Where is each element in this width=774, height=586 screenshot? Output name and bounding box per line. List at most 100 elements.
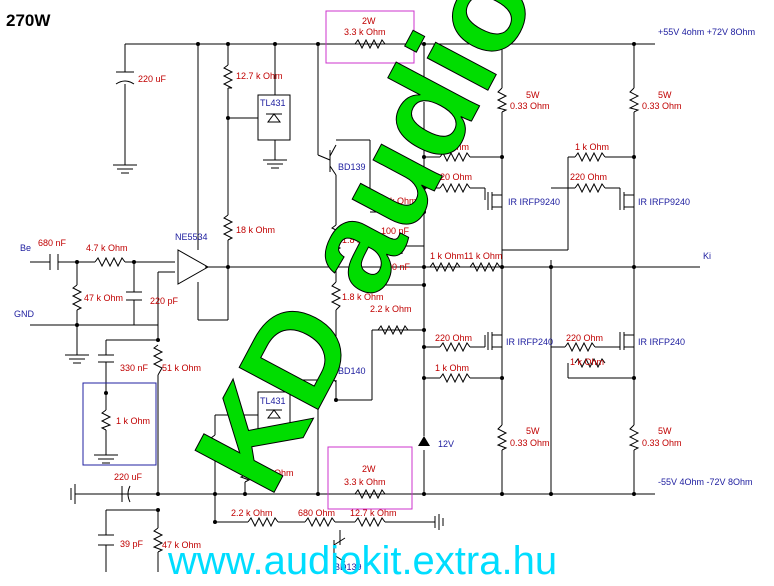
- resistor-2k2-d: [247, 516, 279, 528]
- resistor-220-a: [439, 182, 471, 194]
- resistor-220-b: [574, 182, 606, 194]
- resistor-3k3-top: [354, 38, 386, 50]
- ground-tl431: [263, 159, 287, 169]
- highlight-box-top: [325, 10, 415, 64]
- resistor-47k-bot: [152, 527, 164, 553]
- zener-12v-bot: [418, 436, 430, 446]
- transistor-bd139: [329, 144, 337, 176]
- capacitor-220uf-bot: [121, 485, 131, 503]
- tl431-top-label: TL431: [260, 98, 286, 108]
- label-220-a: 220 Ohm: [435, 172, 472, 182]
- resistor-11k: [469, 261, 501, 273]
- zener-12v-top: [418, 90, 430, 100]
- label-3k3-bot: 3.3 k Ohm: [344, 477, 386, 487]
- label-1k-e: 1 k Ohm: [570, 357, 604, 367]
- resistor-3k3-bot: [354, 488, 386, 500]
- devices: [177, 90, 634, 563]
- title: 270W: [6, 11, 51, 30]
- resistor-1k8-a: [330, 224, 342, 251]
- tl431-bot: [257, 391, 291, 438]
- label-2k2-b: 2.2 k Ohm: [370, 304, 412, 314]
- irfp240-b-label: IR IRFP240: [638, 337, 685, 347]
- label-5w-c: 5W: [526, 426, 540, 436]
- zener-bot-label: 12V: [438, 439, 454, 449]
- ground-input: [65, 354, 89, 364]
- tl431-top: [257, 94, 291, 141]
- label-1k-a: 1 k Ohm: [435, 142, 469, 152]
- label-100nf-b: 100 nF: [382, 262, 411, 272]
- label-18k: 18 k Ohm: [236, 225, 275, 235]
- label-2w-top: 2W: [362, 16, 376, 26]
- resistor-47k-in: [71, 284, 83, 311]
- label-39pf: 39 pF: [120, 539, 144, 549]
- label-330nf: 330 nF: [120, 363, 149, 373]
- ground-right-bot: [438, 514, 444, 530]
- label-1k8-b: 1.8 k Ohm: [342, 292, 384, 302]
- rail-neg-label: -55V 4Ohm -72V 8Ohm: [658, 477, 753, 487]
- mosfet-irfp9240-a: [487, 192, 502, 210]
- resistor-12k7-top: [222, 64, 234, 89]
- ground-top-cap: [113, 164, 137, 174]
- resistors: [71, 38, 640, 553]
- ground-left-bot: [70, 484, 76, 504]
- highlight-box-bottom: [327, 446, 413, 510]
- irfp9240-b-label: IR IRFP9240: [638, 197, 690, 207]
- blue-box-feedback: [82, 382, 157, 466]
- resistor-18k: [222, 214, 234, 241]
- irfp9240-a-label: IR IRFP9240: [508, 197, 560, 207]
- grounds: [65, 159, 444, 530]
- bd140-label: BD140: [338, 366, 366, 376]
- capacitors: [49, 71, 403, 546]
- resistor-51k: [152, 344, 164, 376]
- ground-label: GND: [14, 309, 35, 319]
- label-12k7-bot: 12.7 k Ohm: [350, 508, 397, 518]
- label-680: 680 Ohm: [298, 508, 335, 518]
- label-47k-in: 47 k Ohm: [84, 293, 123, 303]
- resistor-220-d: [564, 341, 596, 353]
- label-4k7: 4.7 k Ohm: [86, 243, 128, 253]
- label-1k-d: 1 k Ohm: [435, 363, 469, 373]
- bd139-label: BD139: [338, 162, 366, 172]
- capacitor-220pf: [126, 291, 142, 301]
- label-220uf-top: 220 uF: [138, 74, 167, 84]
- ground-fb: [94, 454, 118, 464]
- label-033-d: 0.33 Ohm: [642, 438, 682, 448]
- label-220-b: 220 Ohm: [570, 172, 607, 182]
- label-100nf-a: 100 nF: [381, 226, 410, 236]
- label-2k2-mid: 2.2 k Ohm: [375, 196, 417, 206]
- resistor-1k-a: [439, 151, 471, 163]
- label-220-c: 220 Ohm: [435, 333, 472, 343]
- capacitor-39pf: [98, 534, 114, 546]
- mosfet-irfp240-a: [487, 332, 502, 350]
- transistor-bd140: [329, 359, 337, 383]
- website-url: www.audiokit.extra.hu: [167, 539, 557, 583]
- transistor-bd139-bot: [333, 537, 346, 563]
- label-47k-bot: 47 k Ohm: [162, 540, 201, 550]
- label-220pf: 220 pF: [150, 296, 179, 306]
- resistor-4k7: [94, 256, 126, 268]
- capacitor-680nf: [49, 254, 59, 270]
- resistor-0r33-d: [628, 424, 640, 451]
- resistor-1k-b: [574, 151, 606, 163]
- input-label: Be: [20, 243, 31, 253]
- resistor-2k2-c: [239, 457, 251, 483]
- resistor-12k7-bot: [354, 516, 386, 528]
- label-5w-a: 5W: [526, 90, 540, 100]
- capacitor-330nf: [98, 354, 114, 363]
- wires: [30, 43, 700, 572]
- capacitor-100nf-a: [391, 238, 403, 254]
- junctions: [75, 42, 636, 524]
- resistor-1k8-b: [330, 281, 342, 311]
- rail-pos-label: +55V 4ohm +72V 8Ohm: [658, 27, 755, 37]
- tl431-bot-label: TL431: [260, 396, 286, 406]
- label-5w-d: 5W: [658, 426, 672, 436]
- zener-top-label: 12V: [438, 93, 454, 103]
- label-1k-c: 1 k Ohm: [430, 251, 464, 261]
- label-033-c: 0.33 Ohm: [510, 438, 550, 448]
- resistor-2k2-mid: [384, 206, 416, 218]
- resistor-0r33-b: [628, 87, 640, 113]
- label-12k7-top: 12.7 k Ohm: [236, 71, 283, 81]
- label-033-b: 0.33 Ohm: [642, 101, 682, 111]
- output-label: Ki: [703, 251, 711, 261]
